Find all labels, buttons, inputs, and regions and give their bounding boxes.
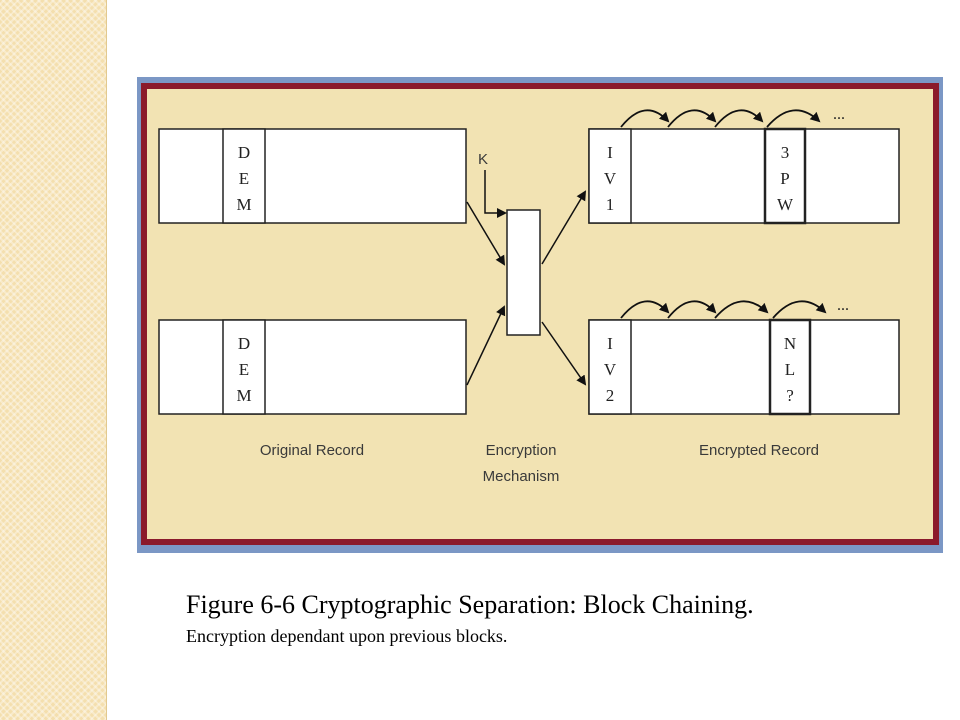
figure-caption: Figure 6-6 Cryptographic Separation: Blo… — [186, 590, 926, 648]
encrypted-bottom-iv-1: I — [607, 334, 613, 353]
record-top-cell-1: D — [238, 143, 250, 162]
record-bottom-cell-1: D — [238, 334, 250, 353]
chain-arc-top — [714, 109, 764, 128]
record-top-cell-2: E — [239, 169, 249, 188]
label-encryption: Encryption — [486, 442, 557, 459]
encryption-mechanism-box — [506, 209, 541, 336]
block-chaining-diagram: D E M D E M K I V 1 3 — [141, 83, 939, 545]
encrypted-top-iv-3: 1 — [606, 195, 615, 214]
encrypted-bottom-iv-3: 2 — [606, 386, 615, 405]
arrow-top-to-mechanism — [466, 201, 506, 266]
arrow-mechanism-to-bottom — [541, 321, 587, 386]
encrypted-bottom-ellipsis: ... — [837, 297, 849, 314]
record-bottom-cell-2: E — [239, 360, 249, 379]
caption-title: Figure 6-6 Cryptographic Separation: Blo… — [186, 590, 754, 619]
key-arrow — [484, 170, 507, 218]
chain-arc-bottom — [714, 300, 769, 319]
chain-arc-top — [667, 109, 717, 128]
encrypted-bottom-block-1: N — [784, 334, 796, 353]
encrypted-top-ellipsis: ... — [833, 106, 845, 123]
chain-arc-bottom — [620, 300, 670, 319]
caption-subtitle: Encryption dependant upon previous block… — [186, 626, 508, 646]
encrypted-record-bottom: I V 2 N L ? ... — [588, 297, 900, 416]
encrypted-bottom-block-2: L — [785, 360, 795, 379]
original-record-top: D E M — [158, 128, 467, 224]
record-bottom-cell-3: M — [236, 386, 251, 405]
arrow-bottom-to-mechanism — [466, 305, 506, 386]
label-original-record: Original Record — [260, 442, 364, 459]
encrypted-top-block-3: W — [777, 195, 794, 214]
encrypted-top-block-1: 3 — [781, 143, 790, 162]
key-label: K — [478, 151, 488, 168]
label-encrypted-record: Encrypted Record — [699, 442, 819, 459]
encrypted-top-iv-2: V — [604, 169, 617, 188]
encrypted-bottom-block-3: ? — [786, 386, 794, 405]
chain-arc-bottom — [772, 300, 827, 319]
original-record-bottom: D E M — [158, 319, 467, 415]
encrypted-bottom-iv-2: V — [604, 360, 617, 379]
encrypted-top-iv-1: I — [607, 143, 613, 162]
record-top-cell-3: M — [236, 195, 251, 214]
decorative-side-strip — [0, 0, 107, 720]
encrypted-record-top: I V 1 3 P W ... — [588, 106, 900, 225]
arrow-mechanism-to-top — [541, 190, 587, 265]
figure-frame: D E M D E M K I V 1 3 — [137, 77, 943, 553]
encrypted-top-block-2: P — [780, 169, 789, 188]
chain-arc-bottom — [667, 300, 717, 319]
chain-arc-top — [766, 109, 821, 128]
chain-arc-top — [620, 109, 670, 128]
label-mechanism: Mechanism — [483, 468, 560, 485]
